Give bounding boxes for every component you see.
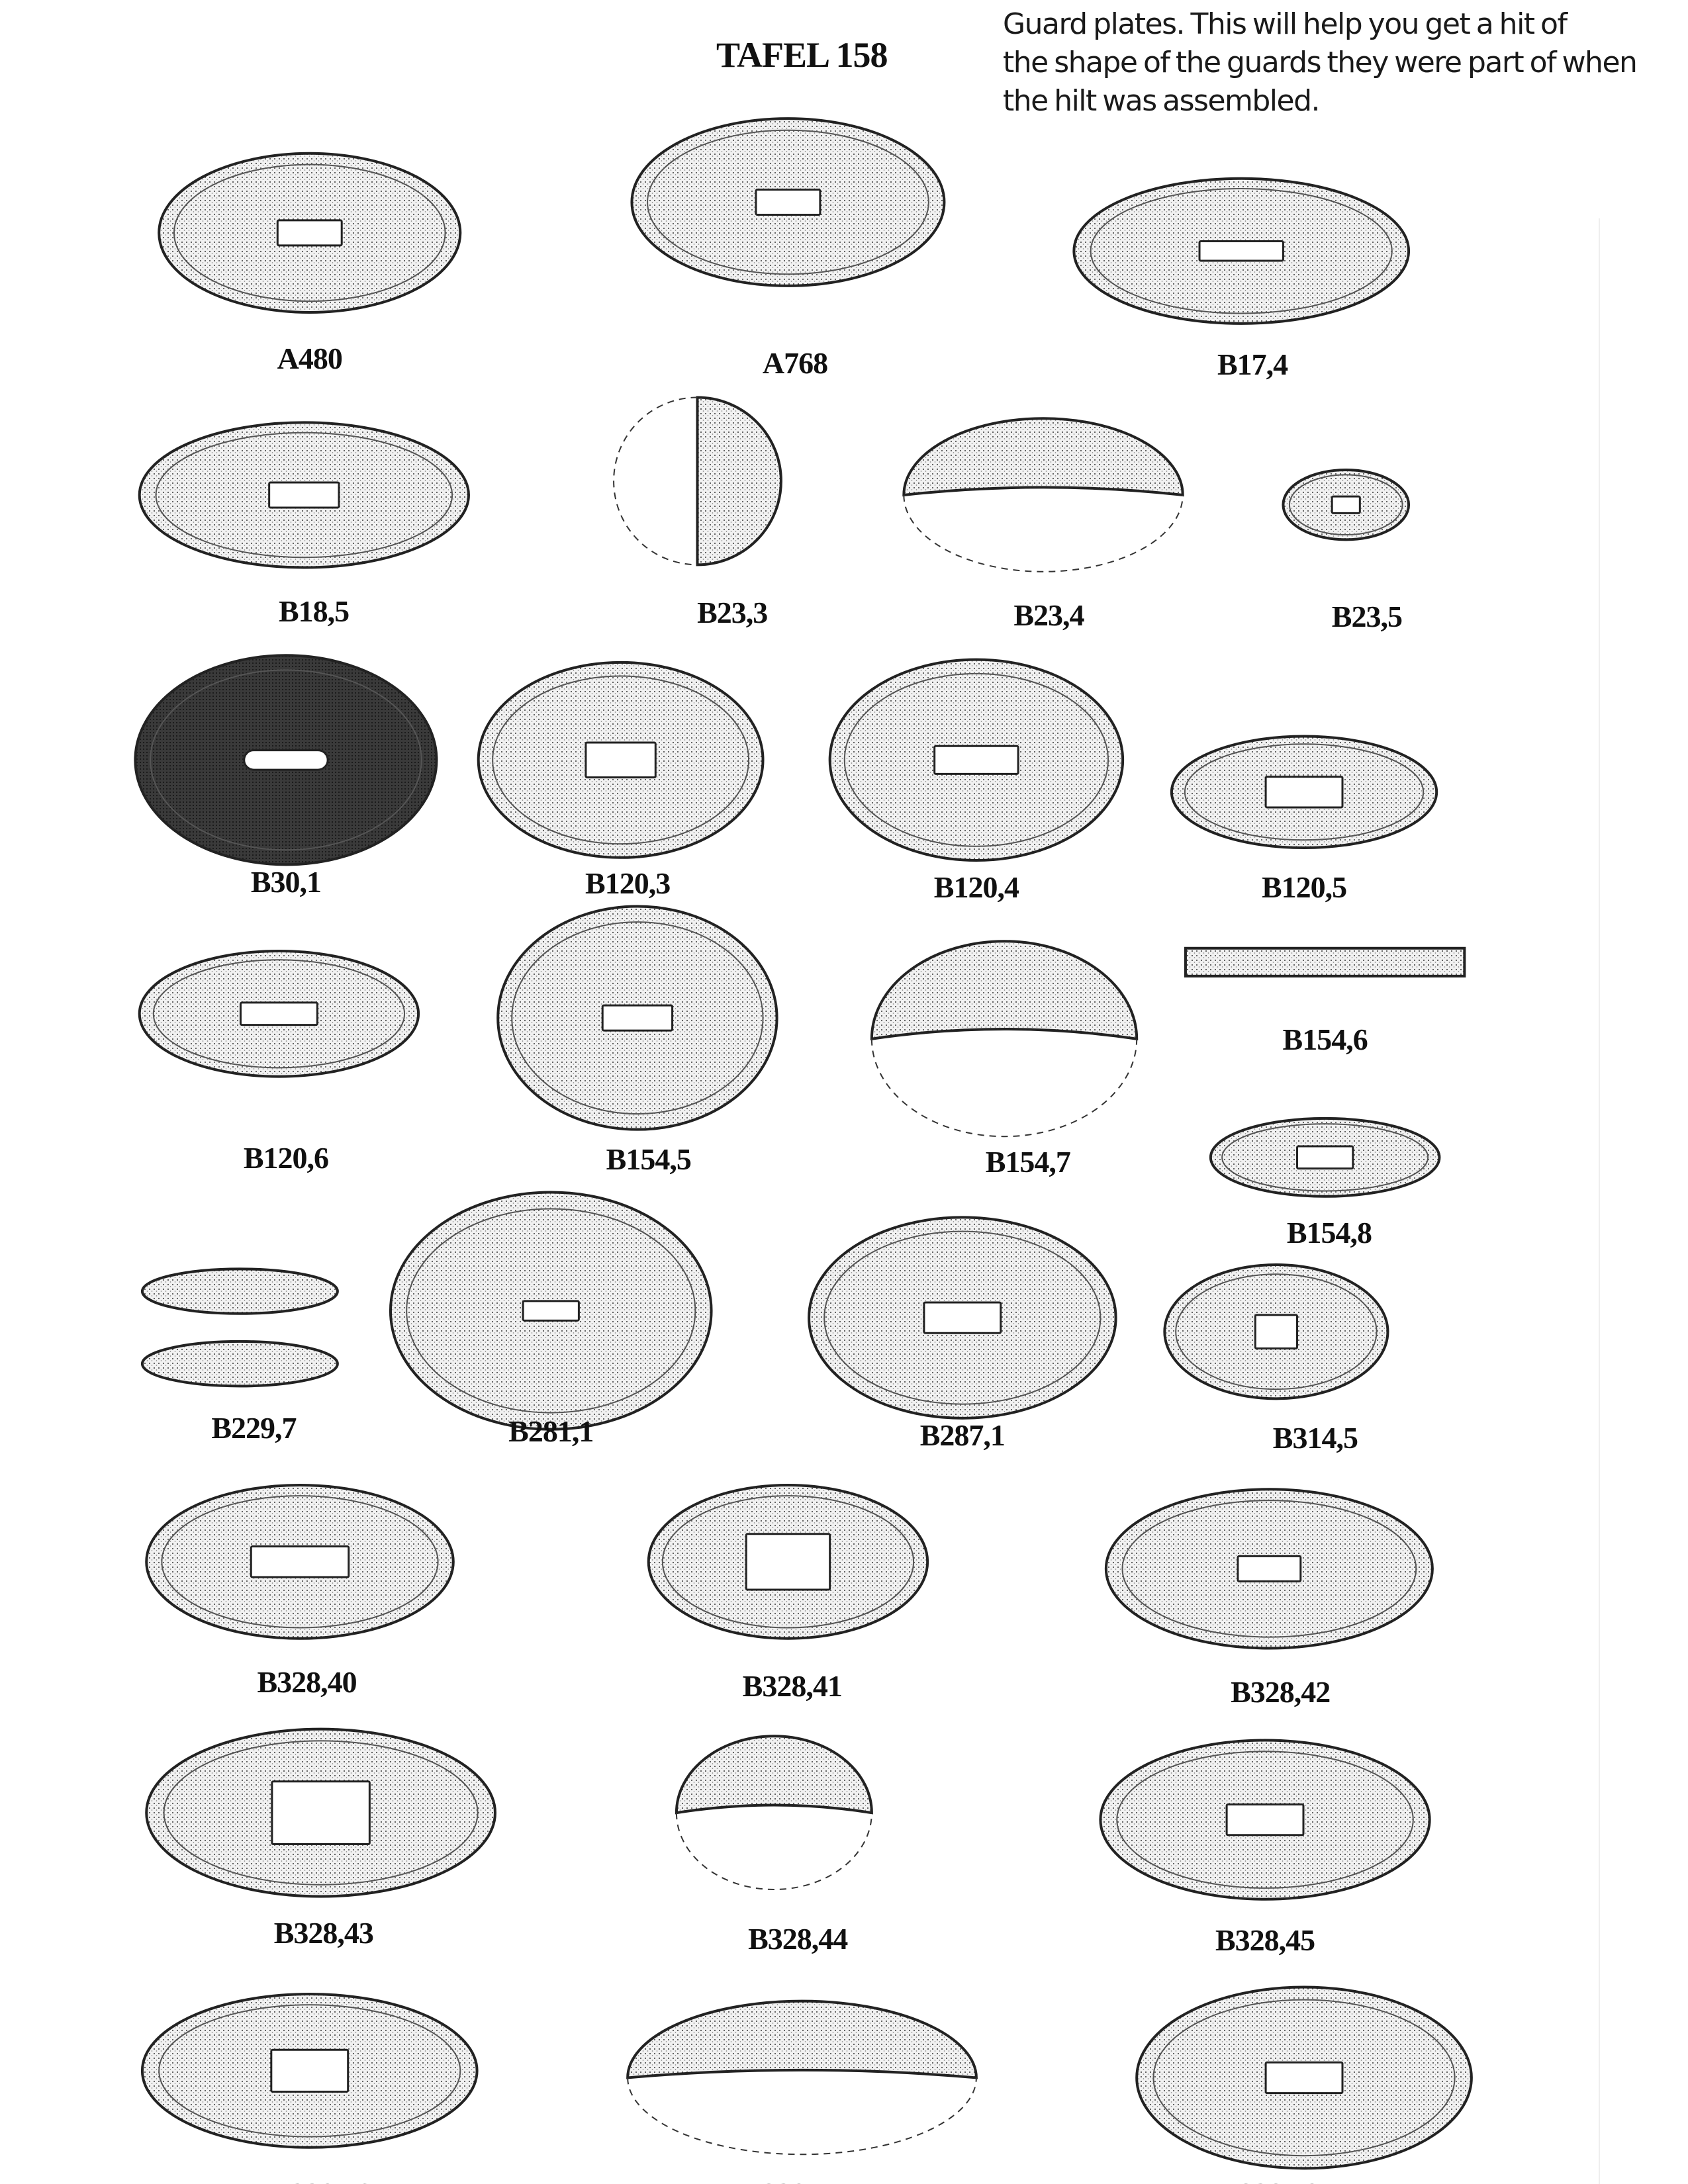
guard-plate-B328-41 [647, 1483, 929, 1640]
figure-label: A480 [277, 341, 343, 376]
guard-plate-B154-5 [496, 905, 778, 1131]
figure-label: B328,43 [273, 1916, 374, 1950]
guard-plate-B328-44 [675, 1735, 873, 1890]
guard-plate-B23-5 [1282, 469, 1411, 541]
guard-plate-B328-46 [140, 1993, 479, 2149]
guard-plate-B154-8 [1209, 1116, 1441, 1198]
figure-label: B154,8 [1286, 1216, 1372, 1250]
guard-plate-B120-3 [477, 660, 765, 859]
figure-label: B154,5 [606, 1142, 692, 1176]
figure-label: B120,5 [1261, 870, 1347, 904]
annotation-caption: Guard plates. This will help you get a h… [1003, 5, 1678, 120]
guard-plate-B30-1 [134, 654, 438, 866]
guard-plate-B23-4 [902, 417, 1184, 572]
guard-plate-B328-45 [1099, 1739, 1431, 1901]
caption-line: the shape of the guards they were part o… [1003, 46, 1638, 79]
guard-plate-B120-6 [138, 949, 420, 1078]
plate-title: TAFEL 158 [716, 35, 888, 75]
figure-label: B120,3 [585, 866, 671, 900]
figure-label: B328,48 [1219, 2176, 1319, 2184]
figure-label: B328,45 [1215, 1923, 1315, 1957]
figure-label: B154,6 [1282, 1022, 1368, 1056]
guard-plate-B328-48 [1135, 1985, 1473, 2170]
figure-label: B30,1 [250, 864, 322, 899]
guard-plate-B281-1 [389, 1191, 713, 1431]
guard-plate-B18-5 [138, 421, 470, 569]
figure-label: B154,7 [985, 1145, 1071, 1179]
figure-label: B229,7 [211, 1411, 297, 1445]
figure-label: B120,6 [243, 1140, 329, 1175]
guard-plate-B328-47 [626, 1999, 978, 2156]
figure-label: B328,44 [748, 1921, 848, 1956]
figure-label: B23,5 [1331, 600, 1403, 634]
guard-plate-B23-3 [613, 396, 782, 567]
figure-label: B328,40 [257, 1664, 357, 1699]
figure-label: B23,3 [697, 595, 768, 629]
guard-plate-B120-5 [1170, 735, 1438, 850]
caption-line: Guard plates. This will help you get a h… [1003, 7, 1568, 41]
guard-plate-B229-7 [140, 1267, 339, 1388]
guard-plate-B328-40 [145, 1483, 455, 1640]
figure-label: B281,1 [508, 1414, 594, 1448]
figure-label: B18,5 [278, 594, 350, 628]
guard-plate-B328-43 [145, 1727, 496, 1898]
scan-edge-line [1599, 218, 1600, 2184]
caption-line: the hilt was assembled. [1003, 84, 1321, 118]
figure-label: B17,4 [1217, 347, 1288, 381]
guard-plate-A768 [630, 117, 946, 287]
figure-label: B328,47 [743, 2176, 843, 2184]
guard-plate-A480 [158, 152, 462, 314]
figure-label: B120,4 [933, 870, 1019, 904]
figure-label: B328,41 [742, 1669, 843, 1704]
guard-plate-B154-6 [1184, 946, 1466, 978]
guard-plate-B154-7 [872, 941, 1137, 1136]
guard-plate-B314-5 [1163, 1263, 1389, 1400]
figure-label: B328,42 [1231, 1674, 1331, 1709]
figure-label: A768 [762, 345, 828, 380]
guard-plate-B17-4 [1072, 177, 1411, 325]
figure-label: B23,4 [1013, 598, 1084, 633]
figure-label: B287,1 [919, 1418, 1006, 1452]
figure-label: B328,46 [271, 2176, 371, 2184]
guard-plate-B328-42 [1104, 1488, 1434, 1650]
figure-label: B314,5 [1272, 1421, 1358, 1455]
guard-plate-B287-1 [808, 1216, 1117, 1420]
guard-plate-B120-4 [828, 658, 1125, 862]
